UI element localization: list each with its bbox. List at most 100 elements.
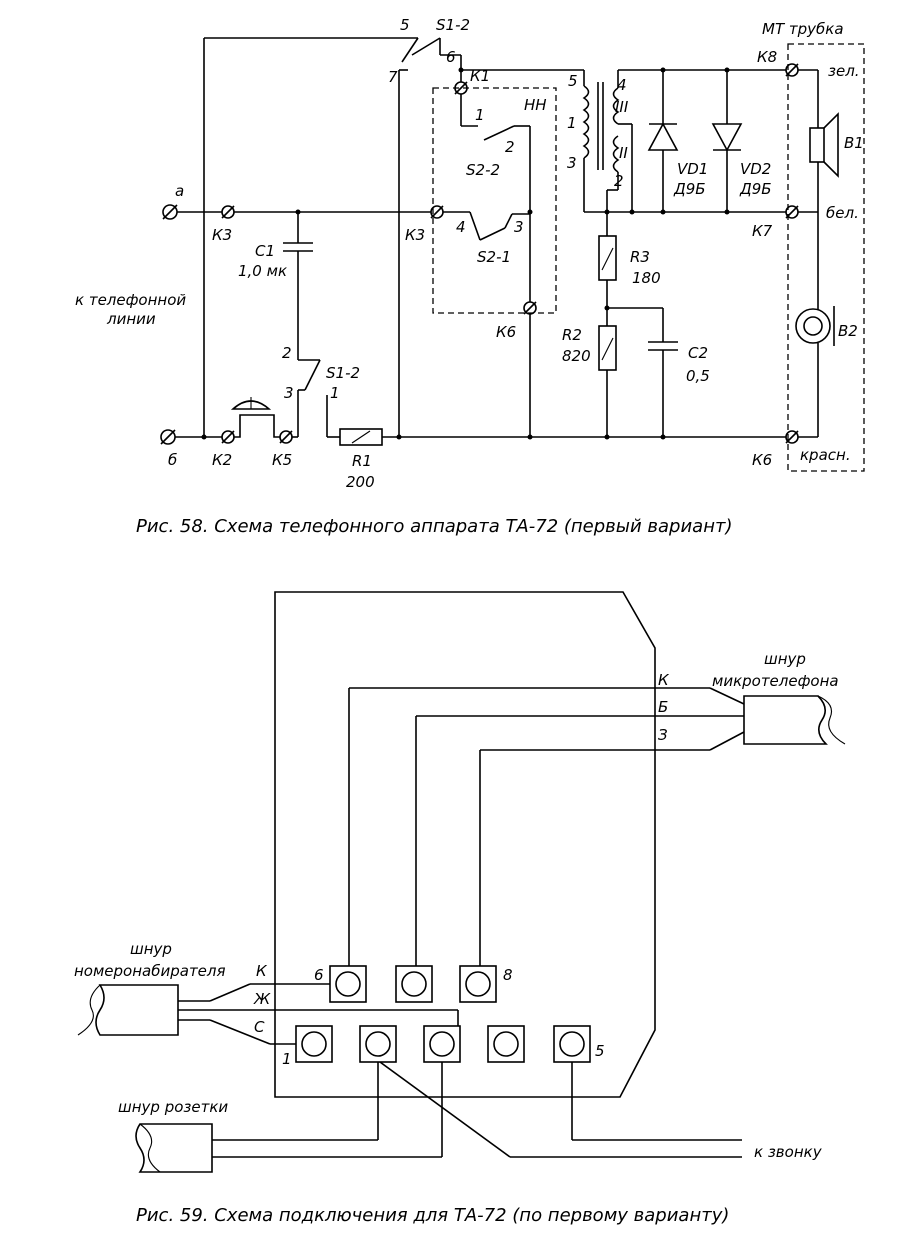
label-term-1: 1 xyxy=(282,1050,292,1068)
terminal-block-1 xyxy=(295,1025,333,1063)
label-tr-3: 3 xyxy=(567,154,577,172)
terminal-k6-mid xyxy=(523,301,537,315)
terminal-k2 xyxy=(221,430,235,444)
terminal-block-3 xyxy=(423,1025,461,1063)
label-vd1-type: Д9Б xyxy=(673,180,706,198)
label-term-5: 5 xyxy=(595,1042,605,1060)
dialer-block xyxy=(432,87,557,314)
diode-vd2 xyxy=(711,70,743,212)
label-c1-value: 1,0 мк xyxy=(238,262,287,280)
label-s1b-pin3: 3 xyxy=(284,384,294,402)
terminal-k3-left xyxy=(221,205,235,219)
label-dial-cord-1: шнур xyxy=(130,940,172,958)
label-to-bell: к звонку xyxy=(754,1143,823,1161)
terminal-block-6 xyxy=(329,965,367,1003)
label-b: б xyxy=(168,451,177,469)
label-s1-bottom: S1-2 xyxy=(326,364,360,382)
terminal-block-7 xyxy=(395,965,433,1003)
label-hc-z: З xyxy=(658,726,668,744)
dial-cord-plug xyxy=(77,984,179,1036)
label-s1b-pin1: 1 xyxy=(330,384,340,402)
label-vd2-type: Д9Б xyxy=(739,180,772,198)
label-s21-pin3: 3 xyxy=(514,218,524,236)
label-dc-k: К xyxy=(256,962,268,980)
microphone-b2-icon xyxy=(795,306,835,346)
label-r1: R1 xyxy=(352,452,372,470)
socket-cord-plug xyxy=(135,1123,213,1173)
terminal-block-4 xyxy=(487,1025,525,1063)
terminal-k5 xyxy=(279,430,293,444)
label-s21: S2-1 xyxy=(477,248,511,266)
label-s1-pin5: 5 xyxy=(400,16,410,34)
label-k3-mid: К3 xyxy=(405,226,425,244)
line-terminal-b xyxy=(160,429,176,445)
label-dc-s: С xyxy=(254,1018,265,1036)
label-tr-1: 1 xyxy=(567,114,577,132)
label-wire-green: зел. xyxy=(828,62,860,80)
label-r3: R3 xyxy=(630,248,650,266)
label-k5: К5 xyxy=(272,451,292,469)
label-to-line-2: линии xyxy=(106,310,156,328)
label-b1: В1 xyxy=(844,134,864,152)
label-a: а xyxy=(175,182,184,200)
label-r2-value: 820 xyxy=(562,347,591,365)
terminal-block-8 xyxy=(459,965,497,1003)
label-tr-5: 5 xyxy=(568,72,578,90)
label-r1-value: 200 xyxy=(346,473,375,491)
terminal-k7 xyxy=(785,205,799,219)
fig58-circuit: а б к телефонной линии К3 С1 1,0 мк 2 3 … xyxy=(75,16,865,491)
label-c2: С2 xyxy=(688,344,708,362)
label-b2: В2 xyxy=(838,322,858,340)
label-c1: С1 xyxy=(255,242,275,260)
label-k7: К7 xyxy=(752,222,773,240)
fig58-caption: Рис. 58. Схема телефонного аппарата ТА-7… xyxy=(136,516,732,537)
label-k2: К2 xyxy=(212,451,232,469)
label-k6-right: К6 xyxy=(752,451,772,469)
label-s1-pin6: 6 xyxy=(446,48,456,66)
label-vd2: VD2 xyxy=(740,160,771,178)
label-term-6: 6 xyxy=(314,966,324,984)
label-c2-value: 0,5 xyxy=(686,367,710,385)
label-k8: К8 xyxy=(757,48,777,66)
label-s1-top: S1-2 xyxy=(436,16,470,34)
label-dc-zh: Ж xyxy=(253,990,271,1008)
label-wire-red: красн. xyxy=(800,446,851,464)
label-r2: R2 xyxy=(562,326,582,344)
label-k6-mid: К6 xyxy=(496,323,516,341)
label-tr-winding-II: II xyxy=(619,144,628,162)
label-to-line-1: к телефонной xyxy=(75,291,186,309)
label-tr-2: 2 xyxy=(614,172,624,190)
label-socket-cord: шнур розетки xyxy=(118,1098,228,1116)
fig59-wiring: шнур микротелефона К Б З 6 8 xyxy=(74,591,846,1173)
fig59-caption: Рис. 59. Схема подключения для ТА-72 (по… xyxy=(136,1205,729,1226)
label-r3-value: 180 xyxy=(632,269,661,287)
label-s1b-pin2: 2 xyxy=(282,344,292,362)
label-handset-cord-1: шнур xyxy=(764,650,806,668)
handset-block xyxy=(787,43,865,472)
label-tr-4: 4 xyxy=(617,76,627,94)
label-hc-k: К xyxy=(658,671,670,689)
label-hn: НН xyxy=(524,96,547,114)
label-s22-pin2: 2 xyxy=(505,138,515,156)
terminal-block-2 xyxy=(359,1025,397,1063)
label-vd1: VD1 xyxy=(677,160,708,178)
label-handset-cord-2: микротелефона xyxy=(712,672,839,690)
label-tr-winding-III: III xyxy=(615,98,629,116)
label-k3-left: К3 xyxy=(212,226,232,244)
terminal-block-5 xyxy=(553,1025,591,1063)
label-dial-cord-2: номеронабирателя xyxy=(74,962,226,980)
diode-vd1 xyxy=(647,70,679,212)
label-s22-pin1: 1 xyxy=(475,106,485,124)
label-s21-pin4: 4 xyxy=(456,218,466,236)
label-hc-b: Б xyxy=(658,698,668,716)
label-s1-pin7: 7 xyxy=(388,68,398,86)
label-s22: S2-2 xyxy=(466,161,500,179)
transformer xyxy=(582,70,633,236)
ringer-bell-icon xyxy=(230,397,280,438)
phone-board-outline xyxy=(274,591,656,1098)
line-terminal-a xyxy=(162,204,178,220)
speaker-b1-icon xyxy=(809,112,839,178)
label-wire-white: бел. xyxy=(826,204,859,222)
label-handset: МТ трубка xyxy=(762,20,844,38)
